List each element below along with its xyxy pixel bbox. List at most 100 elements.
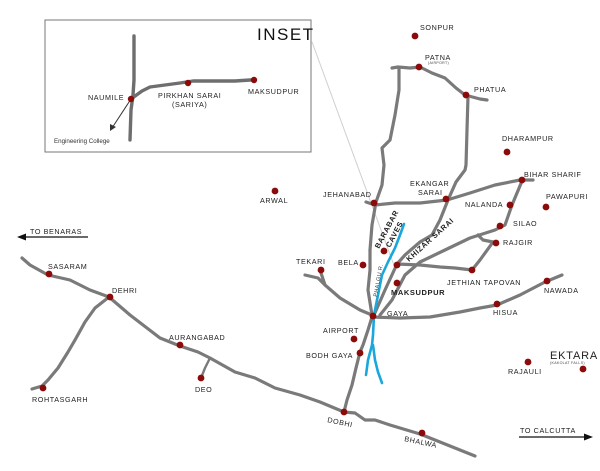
inset-engineering-arrow: [111, 98, 132, 129]
inset-label-naumile: NAUMILE: [88, 93, 124, 102]
road-gaya-nawada: [370, 273, 564, 320]
inset-road-vertical: [128, 34, 136, 142]
label-patna-sub: (AIRPORT): [428, 61, 449, 65]
road-patna-phatua: [390, 65, 489, 102]
label-jehanabad: JEHANABAD: [323, 190, 372, 199]
label-nawada: NAWADA: [544, 286, 579, 295]
marker-nawada[interactable]: [543, 277, 551, 285]
marker-nalanda[interactable]: [506, 201, 514, 209]
marker-tekari[interactable]: [317, 266, 325, 274]
label-hisua: HISUA: [493, 308, 518, 317]
marker-sasaram[interactable]: [45, 270, 53, 278]
marker-pawapuri[interactable]: [542, 203, 550, 211]
marker-patna[interactable]: [415, 63, 423, 71]
inset-map: INSET NAUMILE PIRKHAN SARAI (SARIYA) MAK…: [44, 19, 315, 153]
marker-dobhi[interactable]: [340, 408, 348, 416]
inset-label-pirkhan-sarai-alt: (SARIYA): [172, 100, 207, 109]
inset-road-maksudpur: [129, 78, 256, 101]
marker-bela[interactable]: [359, 261, 367, 269]
inset-marker-pirkhan-sarai[interactable]: [184, 79, 192, 87]
label-bhalwa: BHALWA: [404, 434, 438, 450]
label-to-benaras: TO BENARAS: [30, 227, 82, 236]
marker-deo[interactable]: [197, 374, 205, 382]
marker-barabar-caves[interactable]: [380, 247, 388, 255]
marker-bihar-sharif[interactable]: [518, 176, 526, 184]
road-gaya-dobhi: [342, 315, 374, 414]
label-bela: BELA: [338, 258, 359, 267]
inset-marker-maksudpur[interactable]: [250, 76, 258, 84]
river-main: [364, 222, 406, 377]
marker-rohtasgarh[interactable]: [39, 384, 47, 392]
road-jehanabad-biharsharif: [364, 178, 535, 207]
marker-bhalwa[interactable]: [418, 429, 426, 437]
marker-ekangar-sarai[interactable]: [442, 195, 450, 203]
road-phatua-ekangar: [430, 94, 470, 237]
label-phalgu-river: PHALGU R.: [373, 263, 385, 297]
road-network: [20, 65, 564, 458]
label-dobhi: DOBHI: [327, 415, 354, 429]
arrow-left-icon: [17, 233, 26, 241]
marker-aurangabad[interactable]: [176, 341, 184, 349]
town-markers: [39, 32, 587, 437]
marker-rajauli[interactable]: [524, 358, 532, 366]
marker-gaya[interactable]: [369, 312, 377, 320]
label-maksudpur: MAKSUDPUR: [391, 288, 445, 297]
marker-dehri[interactable]: [106, 293, 114, 301]
marker-khizar-sarai[interactable]: [393, 261, 401, 269]
phalgu-river: [364, 222, 406, 385]
road-silao-rajgir-spur: [476, 233, 495, 244]
label-ekangar-sarai-1: EKANGAR: [410, 179, 449, 188]
road-patna-jehanabad: [368, 66, 401, 252]
inset-label-engineering-college: Engineering College: [54, 138, 110, 145]
marker-jethian-tapovan[interactable]: [468, 266, 476, 274]
marker-jehanabad[interactable]: [370, 199, 378, 207]
label-rohtasgarh: ROHTASGARH: [32, 395, 88, 404]
marker-ektara[interactable]: [579, 365, 587, 373]
label-sasaram: SASARAM: [48, 262, 87, 271]
label-phatua: PHATUA: [474, 85, 506, 94]
inset-marker-naumile[interactable]: [127, 95, 135, 103]
label-deo: DEO: [195, 385, 212, 394]
label-silao: SILAO: [513, 219, 537, 228]
road-khizar-sarai: [372, 233, 434, 317]
marker-rajgir[interactable]: [492, 239, 500, 247]
label-ekangar-sarai-2: SARAI: [418, 188, 443, 197]
inset-label-pirkhan-sarai: PIRKHAN SARAI: [158, 91, 221, 100]
marker-sonpur[interactable]: [411, 32, 419, 40]
label-sonpur: SONPUR: [420, 23, 454, 32]
label-nalanda: NALANDA: [465, 200, 503, 209]
inset-arrow-icon: [110, 124, 116, 131]
road-tekari-branch: [303, 273, 327, 287]
marker-airport[interactable]: [350, 335, 358, 343]
road-gt-west: [20, 256, 477, 458]
marker-bodh-gaya[interactable]: [356, 349, 364, 357]
arrow-right-icon: [584, 433, 593, 441]
label-airport: AIRPORT: [323, 326, 359, 335]
marker-maksudpur[interactable]: [393, 279, 401, 287]
marker-dharampur[interactable]: [503, 148, 511, 156]
label-aurangabad: AURANGABAD: [169, 333, 225, 342]
label-dehri: DEHRI: [112, 286, 137, 295]
road-jehanabad-gaya: [366, 248, 374, 317]
label-jethian-tapovan: JETHIAN TAPOVAN: [447, 278, 521, 287]
marker-silao[interactable]: [496, 222, 504, 230]
road-biharsharif-gaya: [378, 179, 524, 317]
road-deo-spur: [199, 356, 212, 380]
marker-phatua[interactable]: [462, 91, 470, 99]
marker-hisua[interactable]: [493, 300, 501, 308]
road-dehri-rohtasgarh: [30, 295, 111, 391]
label-bodh-gaya: BODH GAYA: [306, 351, 353, 360]
label-dharampur: DHARAMPUR: [502, 134, 554, 143]
marker-arwal[interactable]: [271, 187, 279, 195]
label-pawapuri: PAWAPURI: [546, 192, 588, 201]
label-tekari: TEKARI: [296, 257, 326, 266]
label-arwal: ARWAL: [260, 196, 288, 205]
inset-title: INSET: [257, 25, 315, 44]
label-patna: PATNA: [425, 53, 451, 62]
road-rajgir-jethian: [395, 240, 495, 272]
label-to-calcutta: TO CALCUTTA: [520, 426, 576, 435]
to-calcutta: TO CALCUTTA: [519, 426, 593, 441]
label-bihar-sharif: BIHAR SHARIF: [524, 170, 582, 179]
inset-frame: [44, 19, 312, 153]
